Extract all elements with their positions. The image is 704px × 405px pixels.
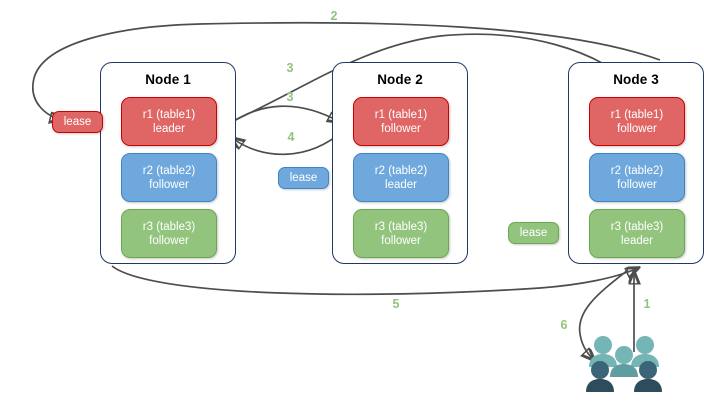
lease-badge-blue[interactable]: lease [278,167,329,189]
replica-role: leader [621,234,653,247]
edge-label-5: 5 [392,297,400,311]
node-2-replica-r1[interactable]: r1 (table1) follower [353,97,449,146]
replica-name: r1 (table1) [142,108,196,121]
edge-label-3-upper: 3 [286,61,294,75]
replica-role: follower [617,122,657,135]
lease-label: lease [63,116,92,128]
replica-role: follower [617,178,657,191]
edge-label-3-lower: 3 [286,90,294,104]
arrow-5 [111,265,638,296]
replica-name: r2 (table2) [610,164,664,177]
replica-role: leader [153,122,185,135]
node-2-title: Node 2 [377,72,423,87]
replica-name: r1 (table1) [374,108,428,121]
node-1-replica-r1[interactable]: r1 (table1) leader [121,97,217,146]
node-1-replica-r2[interactable]: r2 (table2) follower [121,153,217,202]
users-icon [586,336,662,392]
node-2-replica-r2[interactable]: r2 (table2) leader [353,153,449,202]
replica-name: r3 (table3) [610,220,664,233]
node-3-replica-r2[interactable]: r2 (table2) follower [589,153,685,202]
node-1-title: Node 1 [145,72,191,87]
node-3-container[interactable]: Node 3 r1 (table1) follower r2 (table2) … [568,62,704,264]
replica-role: follower [381,234,421,247]
replica-role: follower [149,178,189,191]
replica-role: follower [381,122,421,135]
node-3-replica-r3[interactable]: r3 (table3) leader [589,209,685,258]
edge-label-4: 4 [287,130,295,144]
edge-label-6: 6 [560,318,568,332]
lease-label: lease [289,172,318,184]
replica-role: leader [385,178,417,191]
lease-label: lease [519,227,548,239]
replica-name: r2 (table2) [142,164,196,177]
node-2-replica-r3[interactable]: r3 (table3) follower [353,209,449,258]
lease-badge-green[interactable]: lease [508,222,559,244]
node-2-container[interactable]: Node 2 r1 (table1) follower r2 (table2) … [332,62,468,264]
node-1-container[interactable]: Node 1 r1 (table1) leader r2 (table2) fo… [100,62,236,264]
edge-label-1: 1 [643,297,651,311]
replica-name: r3 (table3) [374,220,428,233]
edge-label-2: 2 [330,9,338,23]
node-1-replica-r3[interactable]: r3 (table3) follower [121,209,217,258]
replica-name: r1 (table1) [610,108,664,121]
replica-name: r2 (table2) [374,164,428,177]
arrow-3-node2 [223,105,340,129]
node-3-title: Node 3 [613,72,659,87]
lease-badge-red[interactable]: lease [52,111,103,133]
replica-role: follower [149,234,189,247]
node-3-replica-r1[interactable]: r1 (table1) follower [589,97,685,146]
replica-name: r3 (table3) [142,220,196,233]
